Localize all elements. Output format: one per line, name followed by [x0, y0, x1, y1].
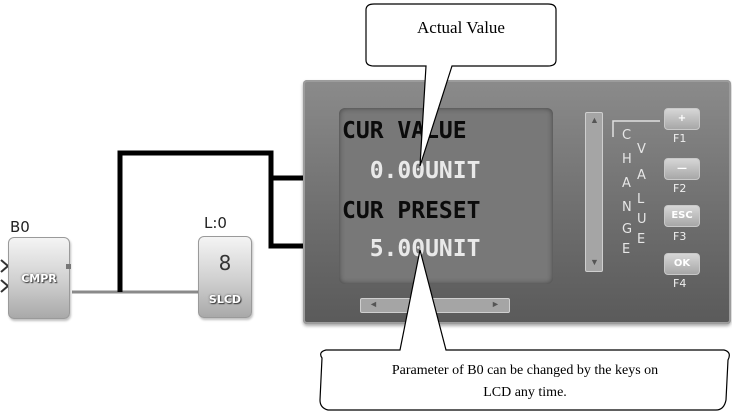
actual-value-connector: [117, 150, 352, 292]
actual-value-callout: [365, 3, 557, 167]
change-letter: A: [622, 176, 631, 191]
scroll-left-icon[interactable]: ◄: [369, 299, 378, 309]
actual-value-callout-text: Actual Value: [417, 18, 505, 37]
change-letter: E: [622, 242, 631, 257]
f4-label: F4: [673, 277, 687, 290]
block-l0-name: L:0: [204, 214, 227, 232]
plus-key-button[interactable]: +: [664, 108, 700, 130]
bracket-line: [612, 120, 660, 137]
lcd-line-2: 0.00UNIT: [342, 158, 481, 184]
scroll-right-icon[interactable]: ►: [491, 299, 500, 309]
f2-label: F2: [673, 182, 687, 195]
block-b0-cmpr[interactable]: CMPR: [8, 237, 70, 319]
lcd-screen: [339, 108, 553, 284]
block-b0-name: B0: [10, 218, 30, 236]
lcd-line-4: 5.00UNIT: [342, 236, 481, 262]
b0-output-pin: [66, 264, 71, 269]
minus-key-button[interactable]: —: [664, 158, 700, 180]
parameter-callout-line2: LCD any time.: [483, 385, 567, 400]
block-l0-label: SLCD: [208, 293, 242, 306]
parameter-callout: [319, 249, 730, 411]
vertical-scrollbar[interactable]: ▲ ▼: [585, 112, 603, 272]
change-letter: H: [622, 152, 632, 167]
value-letter: V: [637, 142, 646, 157]
scroll-down-icon[interactable]: ▼: [590, 257, 599, 267]
scroll-up-icon[interactable]: ▲: [590, 115, 599, 125]
change-letter: C: [622, 128, 632, 143]
block-l0-slcd[interactable]: 8 SLCD: [198, 236, 252, 318]
change-letter: N: [622, 200, 632, 215]
block-l0-number: 8: [218, 251, 232, 275]
esc-key-button[interactable]: ESC: [664, 205, 700, 227]
parameter-callout-line1: Parameter of B0 can be changed by the ke…: [391, 363, 659, 378]
value-letter: U: [637, 212, 647, 227]
ok-key-button[interactable]: OK: [664, 253, 700, 275]
f3-label: F3: [673, 230, 687, 243]
f1-label: F1: [673, 132, 687, 145]
value-letter: E: [637, 232, 646, 247]
value-letter: A: [637, 168, 646, 183]
change-letter: G: [622, 222, 633, 237]
value-letter: L: [637, 192, 645, 207]
block-b0-label: CMPR: [21, 272, 57, 285]
lcd-line-3: CUR PRESET: [342, 198, 481, 224]
